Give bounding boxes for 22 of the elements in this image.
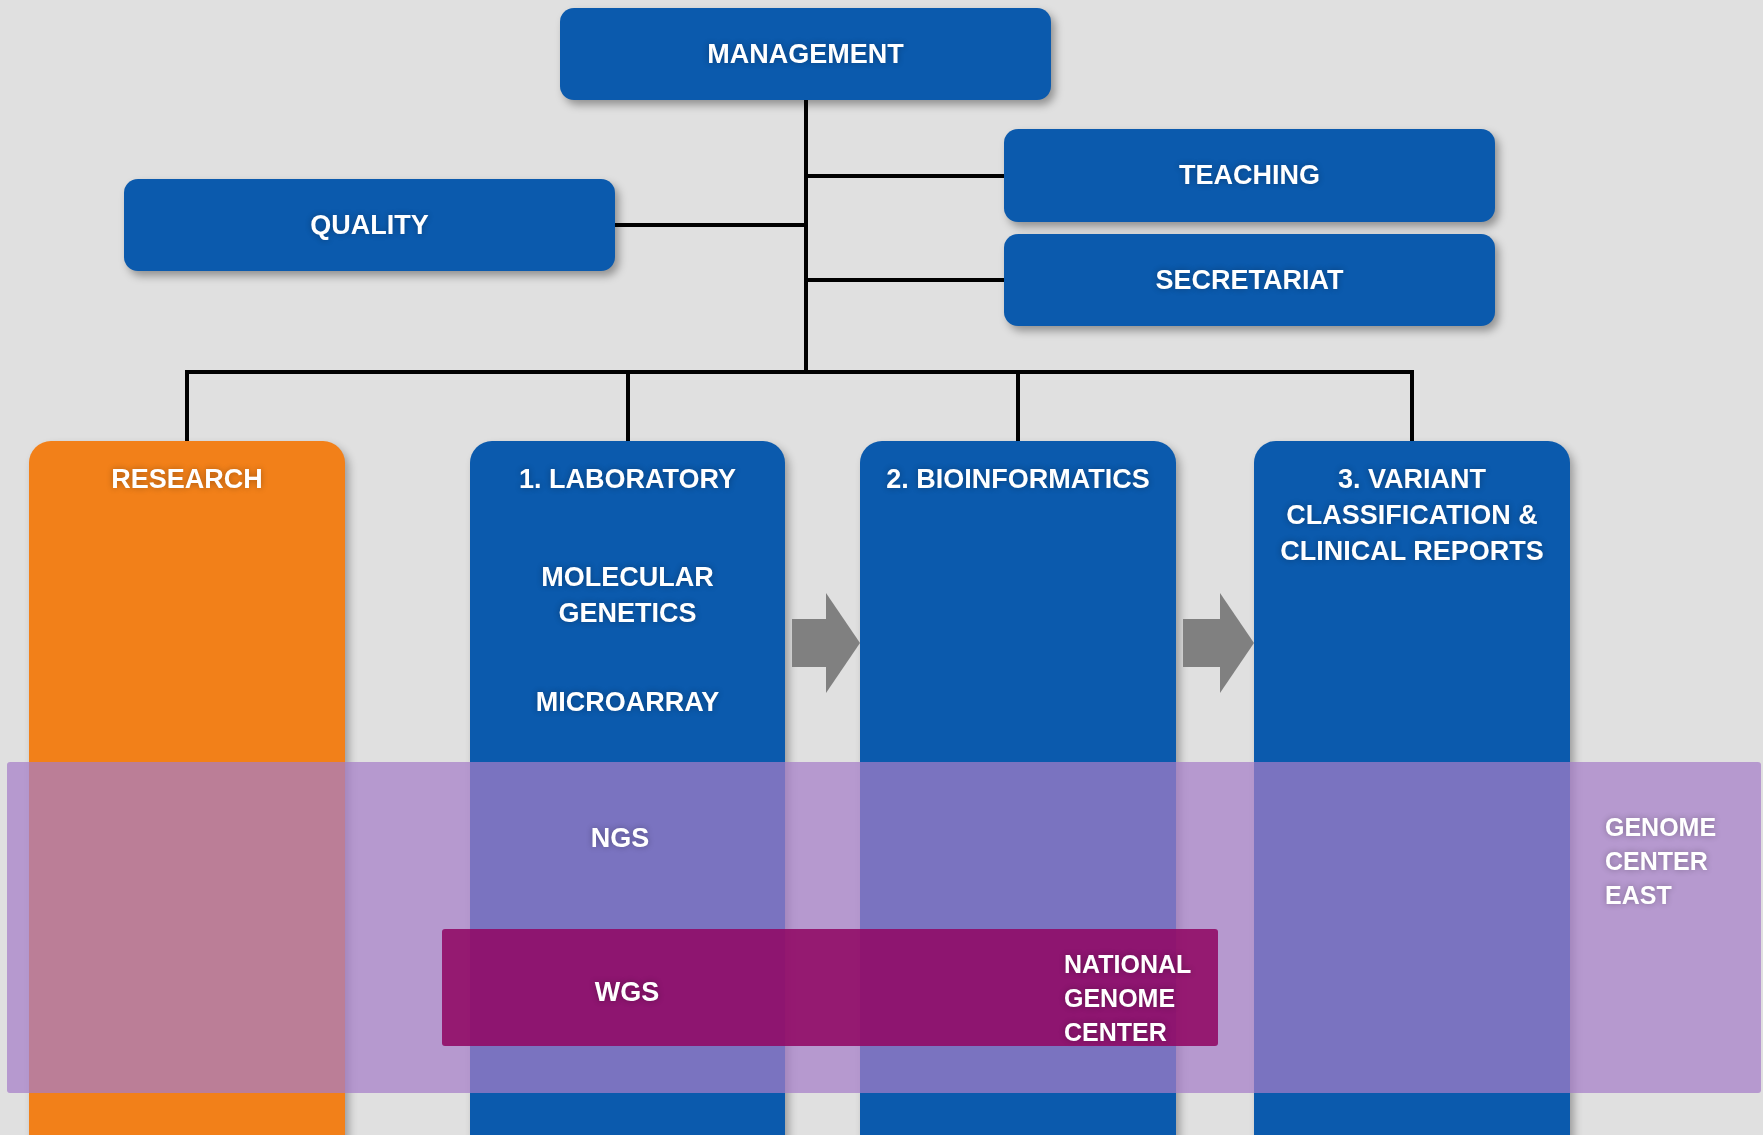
overlay-band [7,762,1761,1093]
band-label: GENOME CENTER EAST [1605,812,1718,911]
org-box [1004,234,1495,326]
unit-label: MICROARRAY [534,686,721,719]
unit-label: MOLECULAR GENETICS [540,561,715,630]
box-title: 3. VARIANT CLASSIFICATION & CLINICAL REPORTS [1279,463,1545,568]
box-title: 2. BIOINFORMATICS [885,463,1151,496]
box-title: TEACHING [1178,159,1321,192]
org-box [124,179,615,271]
band-label: NATIONAL GENOME CENTER [1064,949,1192,1048]
box-title: SECRETARIAT [1154,264,1345,297]
overlay-band [442,929,1218,1046]
block-arrow [792,593,860,693]
org-box [560,8,1051,100]
box-title: QUALITY [309,209,430,242]
org-box [1004,129,1495,222]
box-title: MANAGEMENT [706,38,905,71]
box-title: 1. LABORATORY [518,463,737,496]
unit-label: NGS [589,822,651,855]
box-title: RESEARCH [110,463,264,496]
unit-label: WGS [593,976,661,1009]
block-arrow [1183,593,1254,693]
